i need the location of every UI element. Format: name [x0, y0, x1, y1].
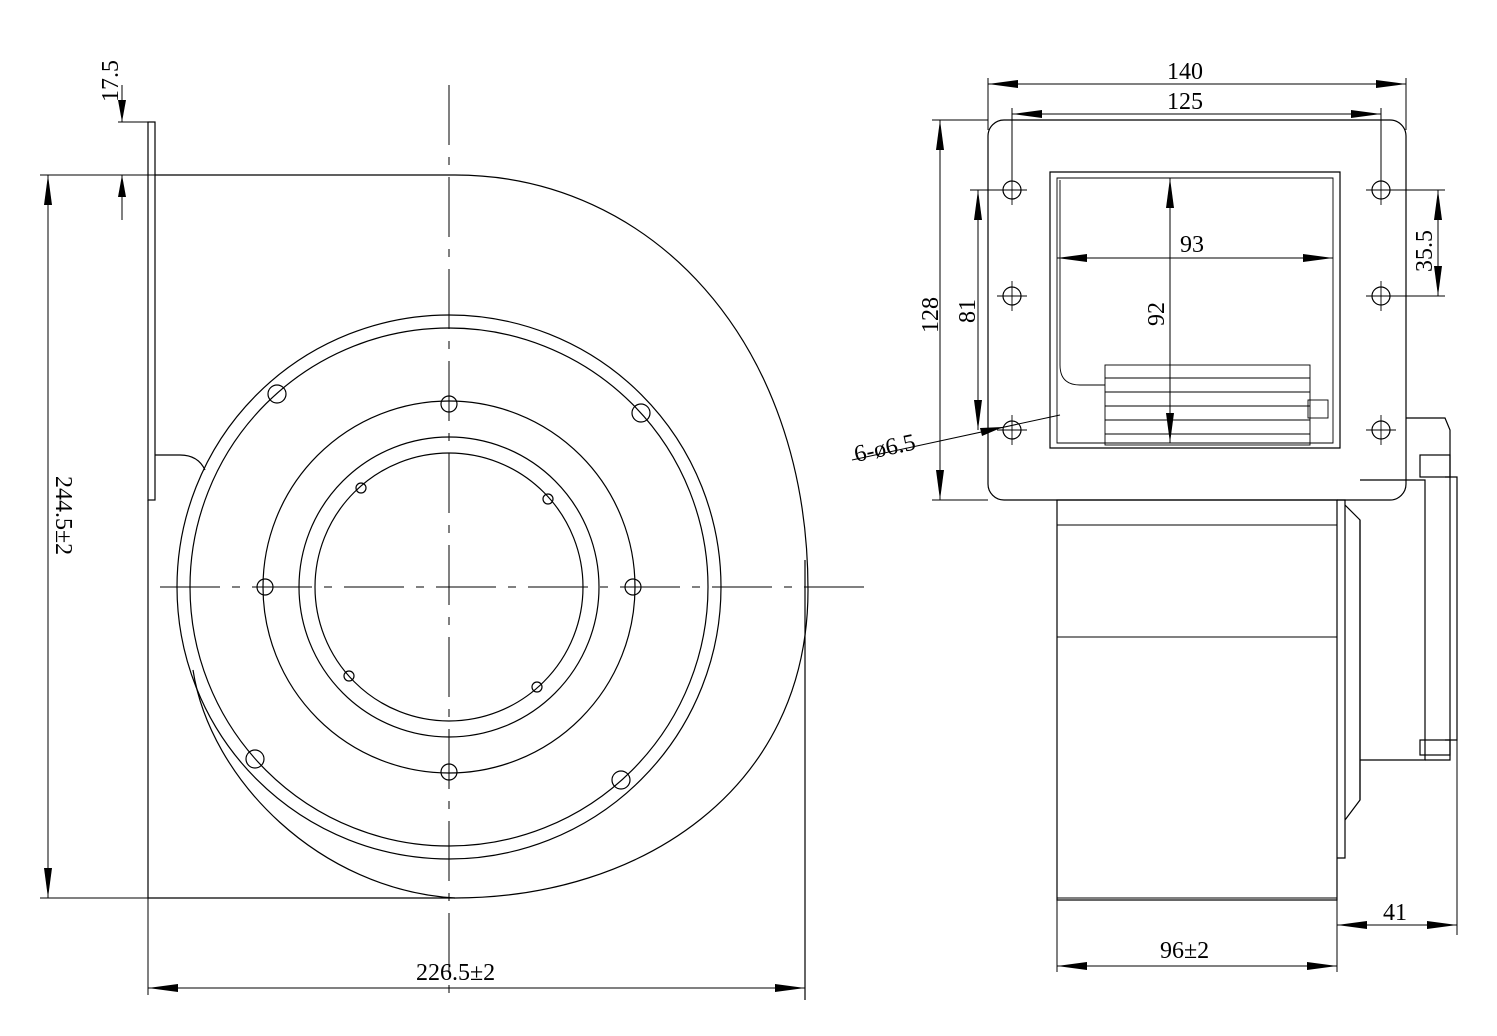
dim-125-label: 125	[1167, 89, 1203, 115]
scroll-housing	[147, 174, 809, 899]
dim-motor-depth: 41	[1337, 740, 1458, 935]
flange-fillet	[155, 454, 206, 471]
dim-outer-width: 140	[987, 59, 1407, 130]
side-view: 140 125 93 92	[852, 59, 1458, 972]
dim-35-5-label: 35.5	[1412, 230, 1438, 272]
dim-96-label: 96±2	[1160, 938, 1209, 964]
dim-140-label: 140	[1167, 59, 1203, 85]
outlet-opening	[1049, 171, 1341, 449]
front-view: 17.5 244.5±2 226.5±2	[40, 60, 865, 1000]
dim-244-5-label: 244.5±2	[50, 476, 76, 555]
dim-81-label: 81	[955, 299, 981, 323]
dim-hole-spacing-y: 81	[955, 189, 1003, 430]
small-hole	[343, 670, 355, 682]
housing-lower-curve	[192, 669, 456, 899]
dim-128-label: 128	[918, 297, 944, 333]
dim-92-label: 92	[1144, 302, 1170, 326]
dim-holes-callout: 6-ø6.5	[852, 414, 1061, 468]
small-hole	[542, 493, 554, 505]
dim-226-5-label: 226.5±2	[416, 960, 495, 986]
dim-body-depth: 96±2	[1056, 900, 1338, 972]
mounting-flange	[147, 121, 156, 501]
dim-height: 244.5±2	[40, 174, 148, 899]
mount-hole	[267, 384, 287, 404]
dim-outlet-height: 92	[1144, 178, 1174, 443]
housing-body	[1056, 417, 1458, 901]
outlet-inner	[1056, 177, 1334, 444]
small-hole	[531, 681, 543, 693]
dim-flange-height: 128	[918, 119, 988, 501]
mount-hole	[611, 770, 631, 790]
outlet-tongue	[1059, 180, 1105, 386]
small-hole	[355, 482, 367, 494]
mount-hole	[245, 749, 265, 769]
dim-93-label: 93	[1180, 232, 1204, 258]
dim-41-label: 41	[1383, 900, 1407, 926]
dim-width: 226.5±2	[147, 898, 805, 995]
dim-17-5-label: 17.5	[98, 60, 124, 102]
dim-holes-label: 6-ø6.5	[852, 430, 918, 468]
impeller-blades	[1104, 364, 1329, 446]
dim-outlet-width: 93	[1057, 232, 1333, 262]
dim-hole-pitch: 35.5	[1390, 189, 1445, 297]
mount-hole	[631, 403, 651, 423]
dim-hole-spacing-x: 125	[1011, 89, 1382, 180]
dim-flange-offset: 17.5	[98, 60, 155, 220]
